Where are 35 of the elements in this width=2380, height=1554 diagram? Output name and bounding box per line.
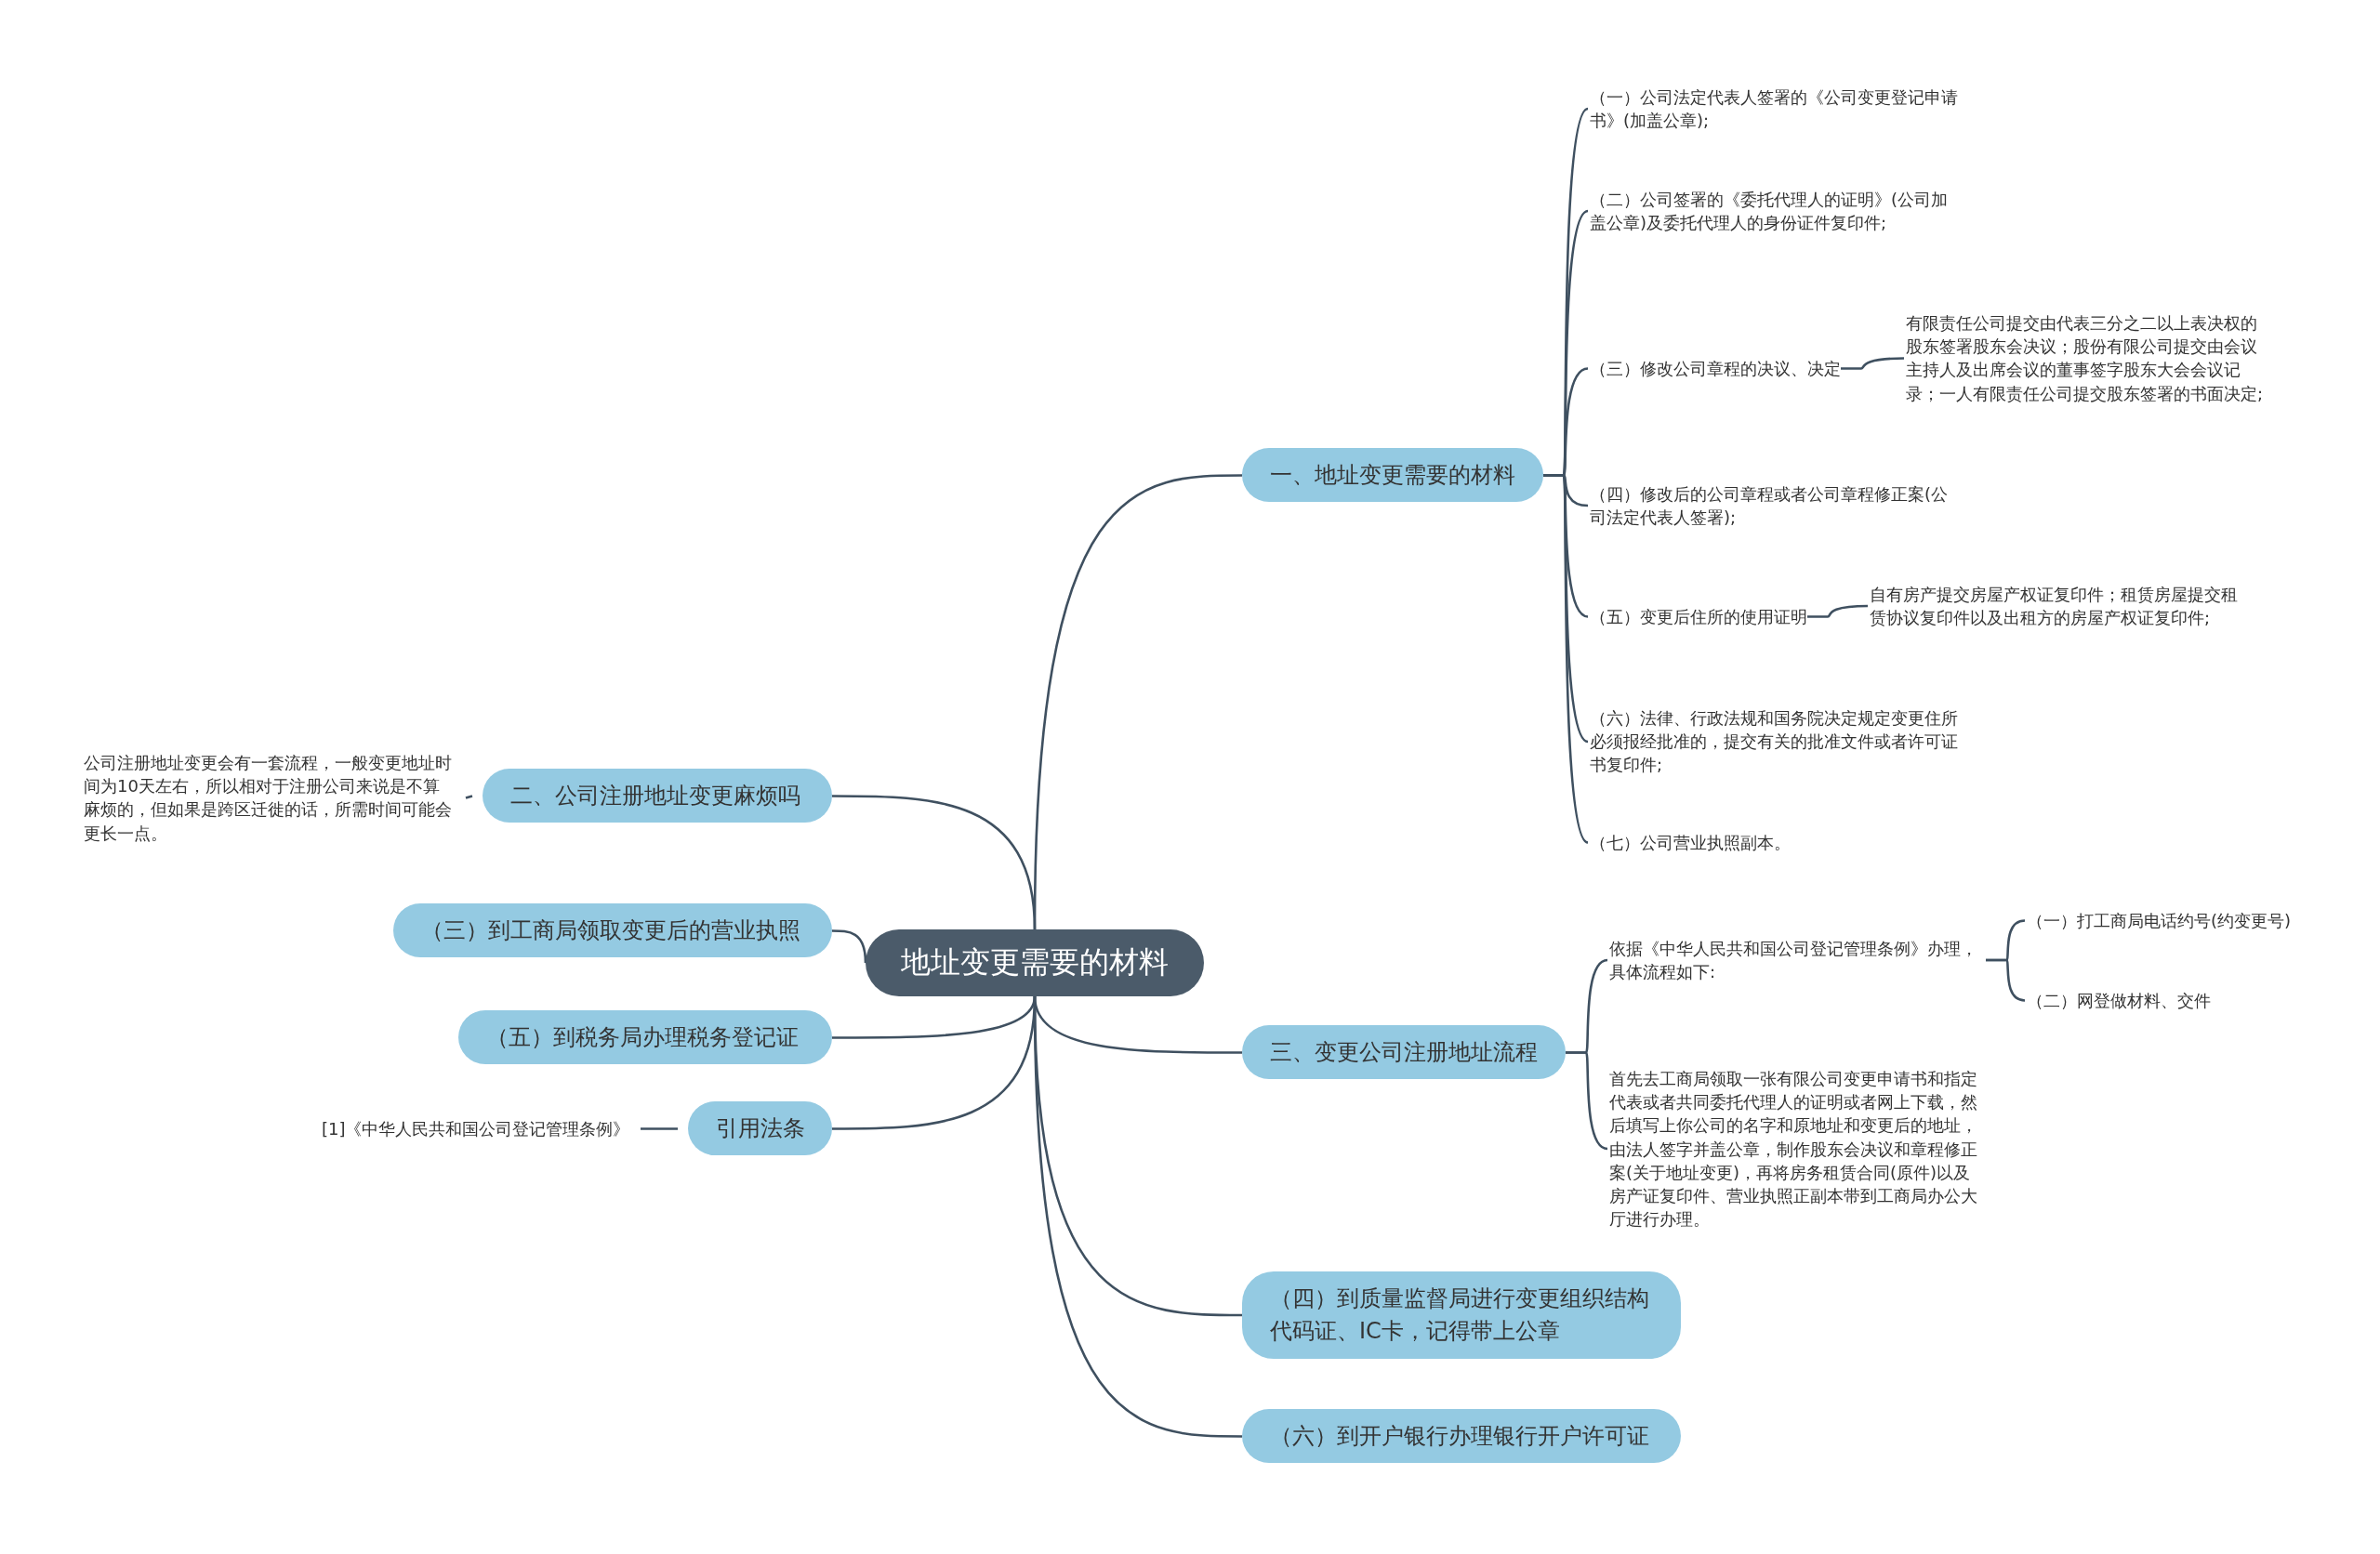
note-text: （七）公司营业执照副本。 bbox=[1590, 828, 1791, 856]
topic-bubble: （三）到工商局领取变更后的营业执照 bbox=[393, 902, 832, 958]
connector-line bbox=[832, 995, 1037, 1039]
note-text: 有限责任公司提交由代表三分之二以上表决权的股东签署股东会决议；股份有限公司提交由会议主持人及出席会议的董事签字股东大会会议记录；一人有限责任公司提交股东签署的书面决定; bbox=[1906, 309, 2268, 407]
topic-bubble: 引用法条 bbox=[688, 1100, 832, 1156]
note-text: （一）打工商局电话约号(约变更号) bbox=[2027, 906, 2292, 934]
note-text: （一）公司法定代表人签署的《公司变更登记申请书》(加盖公章); bbox=[1590, 84, 1962, 135]
note-text: 公司注册地址变更会有一套流程，一般变更地址时间为10天左右，所以相对于注册公司来说是不算麻烦的，但如果是跨区迁徙的话，所需时间可能会更长一点。 bbox=[84, 749, 456, 847]
topic-bubble: 二、公司注册地址变更麻烦吗 bbox=[483, 768, 832, 823]
note-text: （二）公司签署的《委托代理人的证明》(公司加盖公章)及委托代理人的身份证件复印件; bbox=[1590, 186, 1962, 237]
topic-bubble: （四）到质量监督局进行变更组织结构代码证、IC卡，记得带上公章 bbox=[1242, 1271, 1681, 1359]
connector-line bbox=[1841, 357, 1905, 370]
note-text: （四）修改后的公司章程或者公司章程修正案(公司法定代表人签署); bbox=[1590, 481, 1962, 532]
note-text: 首先去工商局领取一张有限公司变更申请书和指定代表或者共同委托代理人的证明或者网上下载，然后填写上你公司的名字和原地址和变更后的地址，由法人签字并盖公章，制作股东会决议和章程修正案(关于地址变更)，再将房务租赁合同(原件)以及房产证复印件、营业执照正副本带到工商局办公大厅进行办理。 bbox=[1609, 1065, 1986, 1233]
topic-bubble: （五）到税务局办理税务登记证 bbox=[458, 1009, 832, 1065]
topic-bubble: （六）到开户银行办理银行开户许可证 bbox=[1242, 1408, 1681, 1464]
connector-line bbox=[1986, 958, 2026, 1002]
connector-line bbox=[465, 795, 473, 799]
note-text: 自有房产提交房屋产权证复印件；租赁房屋提交租赁协议复印件以及出租方的房屋产权证复印件; bbox=[1870, 581, 2241, 632]
connector-line bbox=[1543, 474, 1589, 844]
note-text: 依据《中华人民共和国公司登记管理条例》办理，具体流程如下: bbox=[1609, 935, 1986, 986]
connector-line bbox=[832, 929, 867, 964]
topic-bubble: 一、地址变更需要的材料 bbox=[1242, 447, 1543, 503]
connector-line bbox=[641, 1127, 678, 1130]
note-text: （三）修改公司章程的决议、决定 bbox=[1590, 354, 1841, 382]
connector-line bbox=[1566, 1051, 1608, 1151]
connector-line bbox=[832, 795, 1037, 930]
note-text: （五）变更后住所的使用证明 bbox=[1590, 602, 1807, 630]
note-text: （二）网登做材料、交件 bbox=[2027, 986, 2211, 1014]
note-text: （六）法律、行政法规和国务院决定规定变更住所必须报经批准的，提交有关的批准文件或者许可证书复印件; bbox=[1590, 705, 1962, 779]
connector-line bbox=[1807, 604, 1869, 618]
central-topic: 地址变更需要的材料 bbox=[866, 929, 1204, 996]
connector-line bbox=[1033, 995, 1242, 1438]
topic-bubble: 三、变更公司注册地址流程 bbox=[1242, 1024, 1566, 1080]
note-text: [1]《中华人民共和国公司登记管理条例》 bbox=[322, 1114, 630, 1142]
